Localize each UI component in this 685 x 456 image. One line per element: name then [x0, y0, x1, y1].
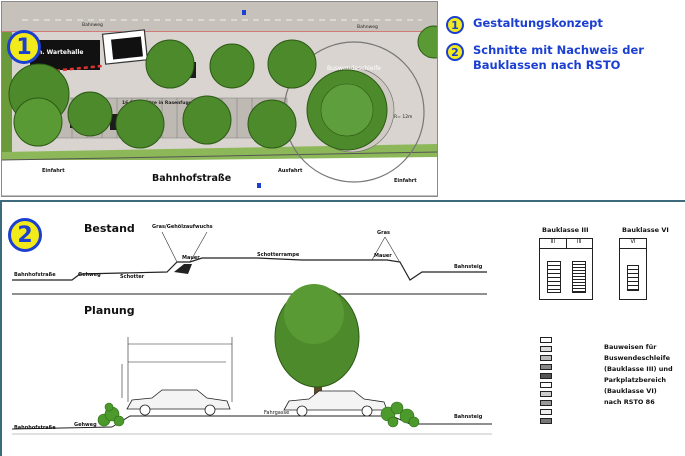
bauklasse-iii-title: Bauklasse III [542, 226, 589, 234]
cross-sections-svg [11, 231, 492, 435]
car-left [126, 389, 231, 416]
svg-text:Bahnhofstraße: Bahnhofstraße [152, 173, 231, 184]
svg-text:Ausfahrt: Ausfahrt [278, 168, 303, 174]
label-bahnsteig-bestand: Bahnsteig [454, 264, 483, 270]
bahnweg-road [2, 2, 437, 32]
label-mauer-left: Mauer [182, 255, 200, 261]
label-gehweg-bestand: Gehweg [78, 272, 101, 278]
section-2-badge: 2 [8, 218, 42, 252]
svg-text:n. Wartehalle: n. Wartehalle [38, 49, 84, 56]
mauer-left-shape [174, 264, 192, 274]
label-bahnhofstrasse-bestand: Bahnhofstraße [14, 272, 56, 278]
legend-number-badge: 2 [446, 43, 464, 61]
svg-text:Bahnweg: Bahnweg [82, 22, 103, 28]
svg-text:Bahnweg: Bahnweg [357, 24, 378, 30]
label-bahnhofstrasse-planung: Bahnhofstraße [14, 425, 56, 431]
planung-tree [274, 284, 360, 404]
bestand-title: Bestand [84, 222, 135, 235]
svg-text:Buswendeschleife: Buswendeschleife [327, 65, 381, 72]
label-schotterrampe: Schotterrampe [257, 252, 300, 258]
site-plan-panel: n. Wartehalle 16 Stellplätze in Rasenfug… [0, 0, 685, 200]
legend-label-gestaltungskonzept: Gestaltungskonzept [473, 16, 603, 30]
legend-number-badge: 1 [446, 16, 464, 34]
label-fahrgasse: Fahrgasse [264, 410, 290, 416]
svg-text:R= 12m: R= 12m [394, 114, 412, 120]
sections-panel: 2 Bestand [0, 200, 685, 456]
bauweisen-legend-swatches [540, 337, 552, 427]
svg-text:Einfahrt: Einfahrt [394, 178, 417, 184]
bauklasse-iii-col: III [540, 239, 567, 248]
legend-item-2: 2 Schnitte mit Nachweis der Bauklassen n… [446, 43, 644, 73]
label-mauer-right: Mauer [374, 253, 392, 259]
legend-item-1: 1 Gestaltungskonzept [446, 16, 603, 34]
tree-canopies [8, 25, 437, 151]
label-gras: Gras [377, 230, 390, 236]
label-bahnsteig-planung: Bahnsteig [454, 414, 483, 420]
bestand-ground-line [12, 257, 487, 281]
label-gehweg-planung: Gehweg [74, 422, 97, 428]
legend-label-schnitte: Schnitte mit Nachweis der Bauklassen nac… [473, 43, 644, 72]
bauklasse-vi-title: Bauklasse VI [622, 226, 669, 234]
bauklasse-iii-col: III [577, 239, 582, 245]
shrubs [97, 401, 420, 428]
svg-text:16 Stellplätze in Rasenfugenpf: 16 Stellplätze in Rasenfugenpflaster [122, 100, 215, 106]
site-plan-svg: n. Wartehalle 16 Stellplätze in Rasenfug… [2, 2, 437, 196]
planung-title: Planung [84, 304, 135, 317]
car-right [283, 390, 388, 417]
bauklasse-iii-table: III III [539, 238, 593, 300]
section-1-badge: 1 [7, 30, 41, 64]
bauklasse-vi-table: VI [619, 238, 647, 300]
label-gras-gehoelz: Gras/Gehölzaufwuchs [152, 224, 213, 230]
bauklasse-vi-col: VI [620, 239, 646, 249]
legend-box: 1 Gestaltungskonzept 2 Schnitte mit Nach… [440, 0, 685, 200]
bauweisen-description: Bauweisen für Buswendeschleife (Bauklass… [604, 343, 673, 406]
site-plan-drawing: n. Wartehalle 16 Stellplätze in Rasenfug… [1, 1, 438, 197]
svg-text:Einfahrt: Einfahrt [42, 168, 65, 174]
label-schotter: Schotter [120, 274, 145, 280]
